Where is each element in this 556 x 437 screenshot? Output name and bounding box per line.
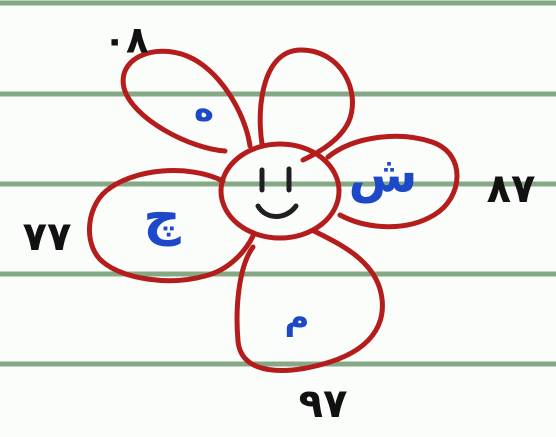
flower-center (221, 144, 339, 238)
bottom-number: ۷۹ (299, 381, 348, 427)
left-letter: چ (143, 187, 181, 247)
top-left-petal (123, 51, 250, 151)
bottom-petal (237, 231, 382, 370)
right-letter: ش (349, 146, 418, 204)
left-number: ۷۷ (23, 214, 72, 260)
top-left-letter: ه (194, 90, 214, 130)
right-number: ۷۸ (487, 166, 536, 212)
bottom-letter: م (285, 298, 310, 338)
top-left-number: ۸۰ (103, 19, 149, 62)
smile (258, 206, 296, 217)
